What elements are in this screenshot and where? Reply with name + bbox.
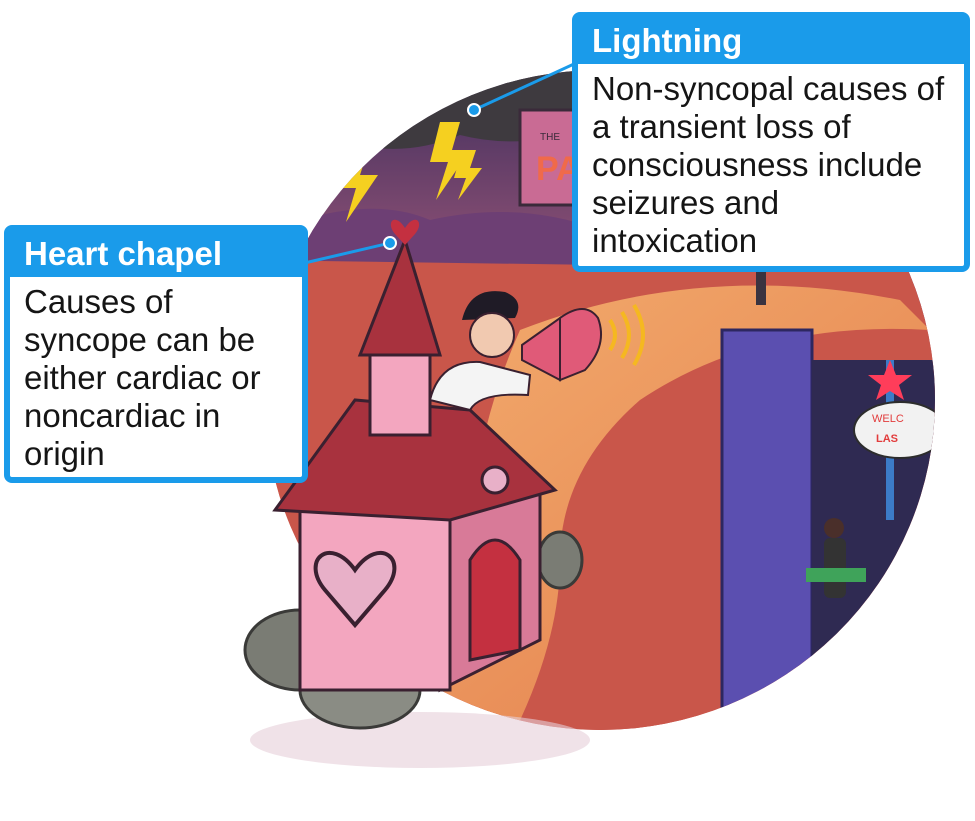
heart-connector-dot [383, 236, 397, 250]
ground-shadow [250, 712, 590, 768]
lightning-callout-body: Non-syncopal causes of a transient loss … [592, 70, 945, 259]
sound-waves [608, 303, 645, 367]
round-window [480, 465, 510, 495]
singer-head [469, 312, 515, 358]
star-icon [868, 360, 912, 400]
chapel-tower [368, 348, 432, 437]
heart-chapel-callout-body: Causes of syncope can be either cardiac … [24, 283, 261, 472]
gateway-pillar [720, 328, 814, 730]
heart-chapel-callout: Heart chapel Causes of syncope can be ei… [4, 225, 308, 483]
singer-body [428, 360, 532, 412]
heart-icon [390, 219, 420, 245]
billboard-small-text: THE [540, 132, 560, 143]
welcome-sign [853, 401, 935, 459]
chapel-door [468, 538, 522, 662]
person-head [824, 518, 844, 538]
lightning-connector-dot [467, 103, 481, 117]
welcome-sign-city: LAS [876, 433, 898, 445]
card-table [806, 568, 866, 582]
welcome-sign-text: WELC [872, 413, 904, 425]
lightning-callout-title: Lightning [578, 18, 964, 64]
lightning-callout: Lightning Non-syncopal causes of a trans… [572, 12, 970, 272]
heart-window [313, 550, 397, 629]
chapel-spire [357, 235, 443, 357]
billboard-post [756, 265, 766, 305]
singer-figure [428, 291, 645, 412]
heart-chapel-callout-title: Heart chapel [10, 231, 302, 277]
heart-connector [295, 241, 391, 267]
lightning-icon [454, 150, 482, 200]
heart-chapel [272, 219, 558, 693]
singer-hair [462, 291, 519, 320]
lightning-icon [430, 122, 470, 200]
